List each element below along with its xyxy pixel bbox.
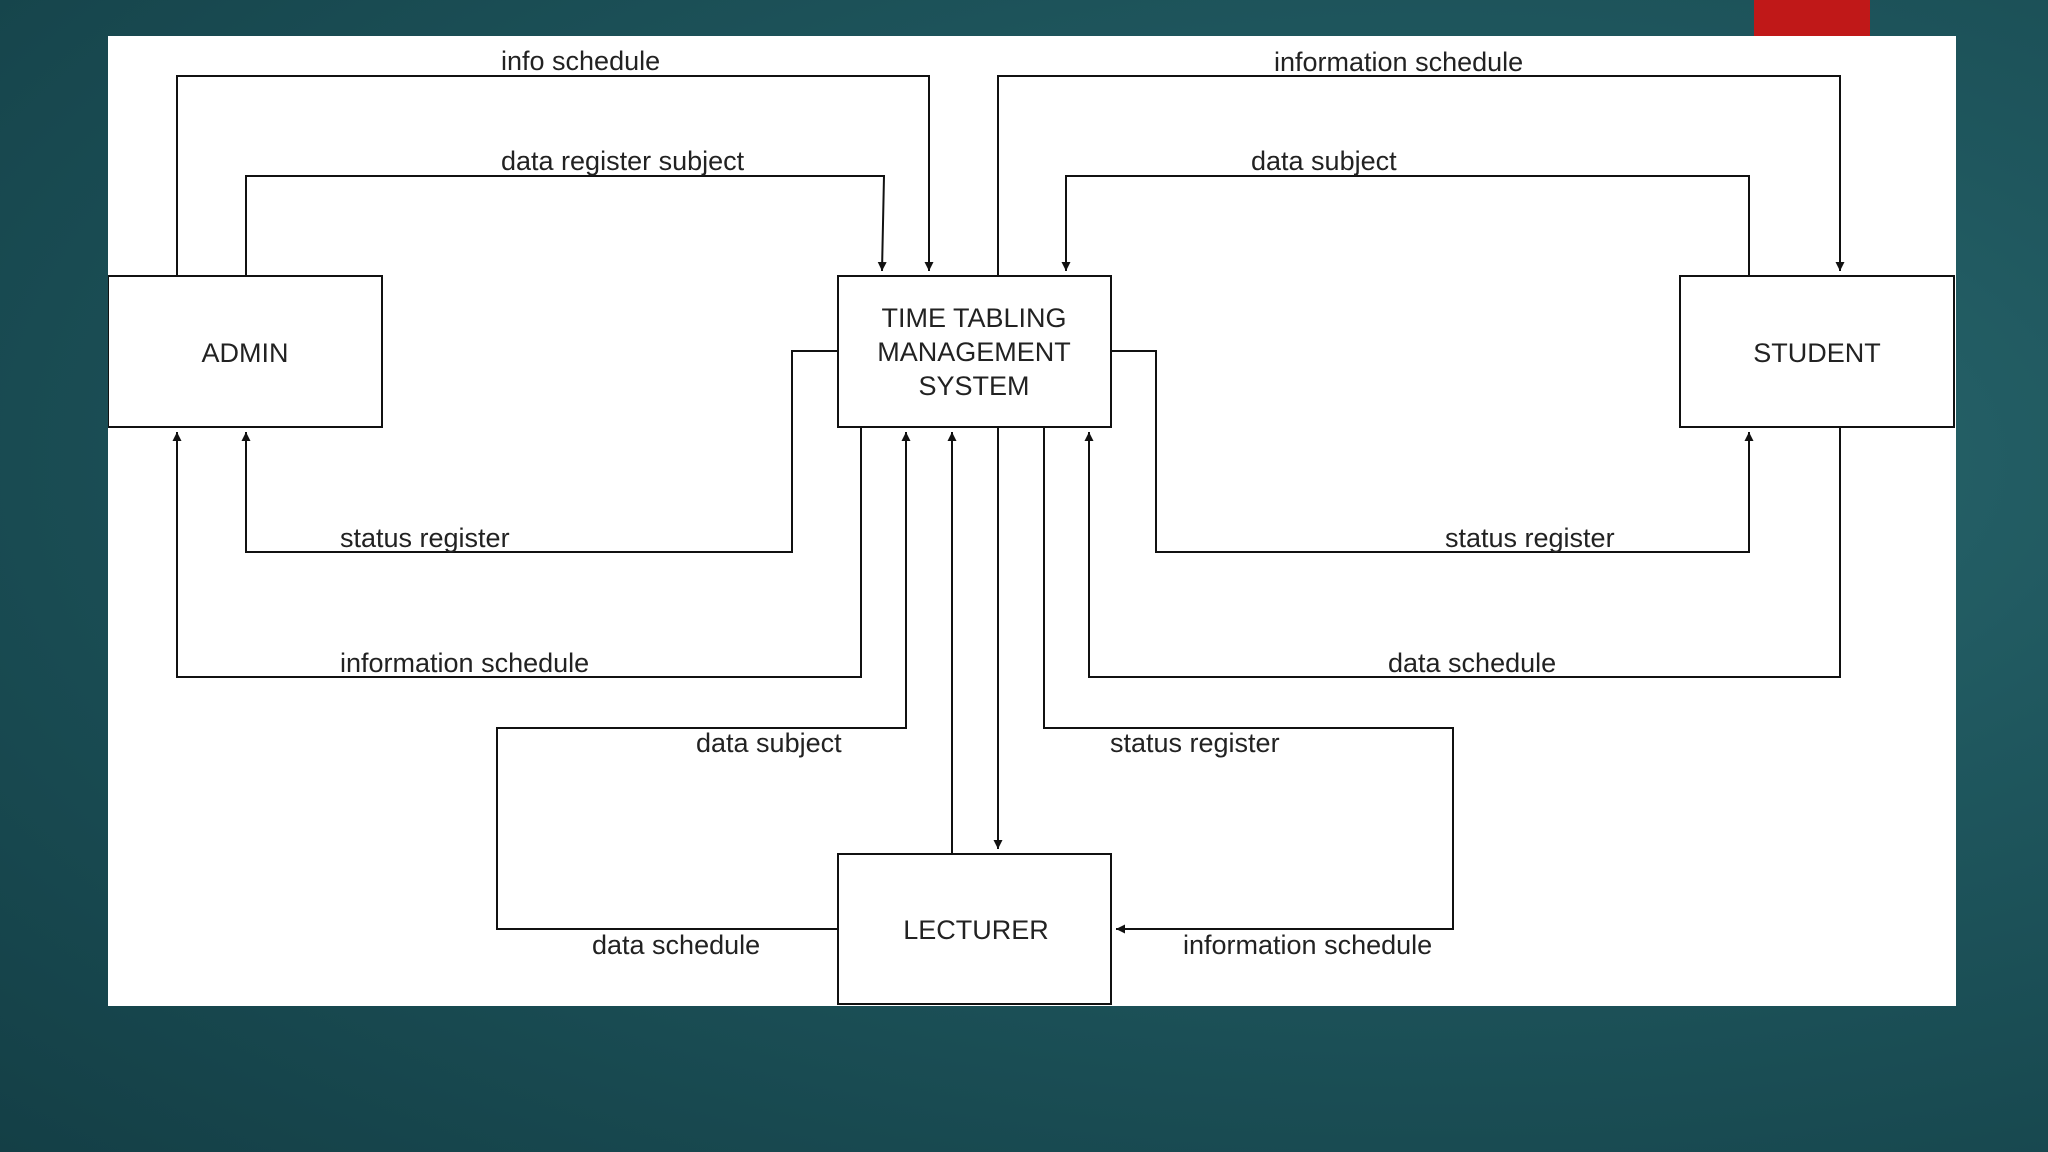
flow-label: status register: [1445, 523, 1615, 553]
system-label-line3: SYSTEM: [918, 371, 1029, 401]
system-label-line1: TIME TABLING: [881, 303, 1066, 333]
context-diagram: ADMIN TIME TABLING MANAGEMENT SYSTEM STU…: [108, 46, 1955, 1005]
system-process: TIME TABLING MANAGEMENT SYSTEM: [837, 275, 1112, 428]
system-label-line2: MANAGEMENT: [877, 337, 1071, 367]
lecturer-entity: LECTURER: [837, 853, 1112, 1005]
flow-system-status-register-lecturer: status register information schedule: [1043, 427, 1454, 960]
flow-label: data subject: [696, 728, 842, 758]
flow-label: status register: [340, 523, 510, 553]
flow-lecturer-data-schedule: data schedule: [496, 432, 911, 960]
flow-label: data subject: [1251, 146, 1397, 176]
flow-student-data-subject: data subject: [1061, 146, 1750, 276]
student-entity: STUDENT: [1679, 275, 1955, 428]
flow-label: status register: [1110, 728, 1280, 758]
student-label: STUDENT: [1753, 338, 1881, 368]
flow-label: data schedule: [592, 930, 760, 960]
admin-entity: ADMIN: [108, 275, 383, 428]
red-corner-tab: [1754, 0, 1870, 36]
flow-system-status-register-student: status register: [1111, 350, 1754, 553]
flow-label: data register subject: [501, 146, 745, 176]
admin-label: ADMIN: [202, 338, 289, 368]
flow-label: information schedule: [340, 648, 589, 678]
flow-system-information-schedule-student: information schedule: [997, 47, 1845, 276]
flow-admin-info-schedule: info schedule: [176, 46, 934, 276]
flow-label: info schedule: [501, 46, 660, 76]
flow-label: information schedule: [1274, 47, 1523, 77]
flow-lecturer-data-subject: data subject: [696, 432, 957, 854]
flow-label: information schedule: [1183, 930, 1432, 960]
flow-system-information-schedule-admin: information schedule: [172, 427, 862, 678]
flow-admin-data-register-subject: data register subject: [245, 146, 887, 276]
lecturer-label: LECTURER: [903, 915, 1049, 945]
flow-system-status-register-admin: status register: [241, 350, 838, 553]
diagram-slide: ADMIN TIME TABLING MANAGEMENT SYSTEM STU…: [108, 36, 1956, 1006]
flow-student-data-schedule: data schedule: [1084, 427, 1841, 678]
flow-label: data schedule: [1388, 648, 1556, 678]
